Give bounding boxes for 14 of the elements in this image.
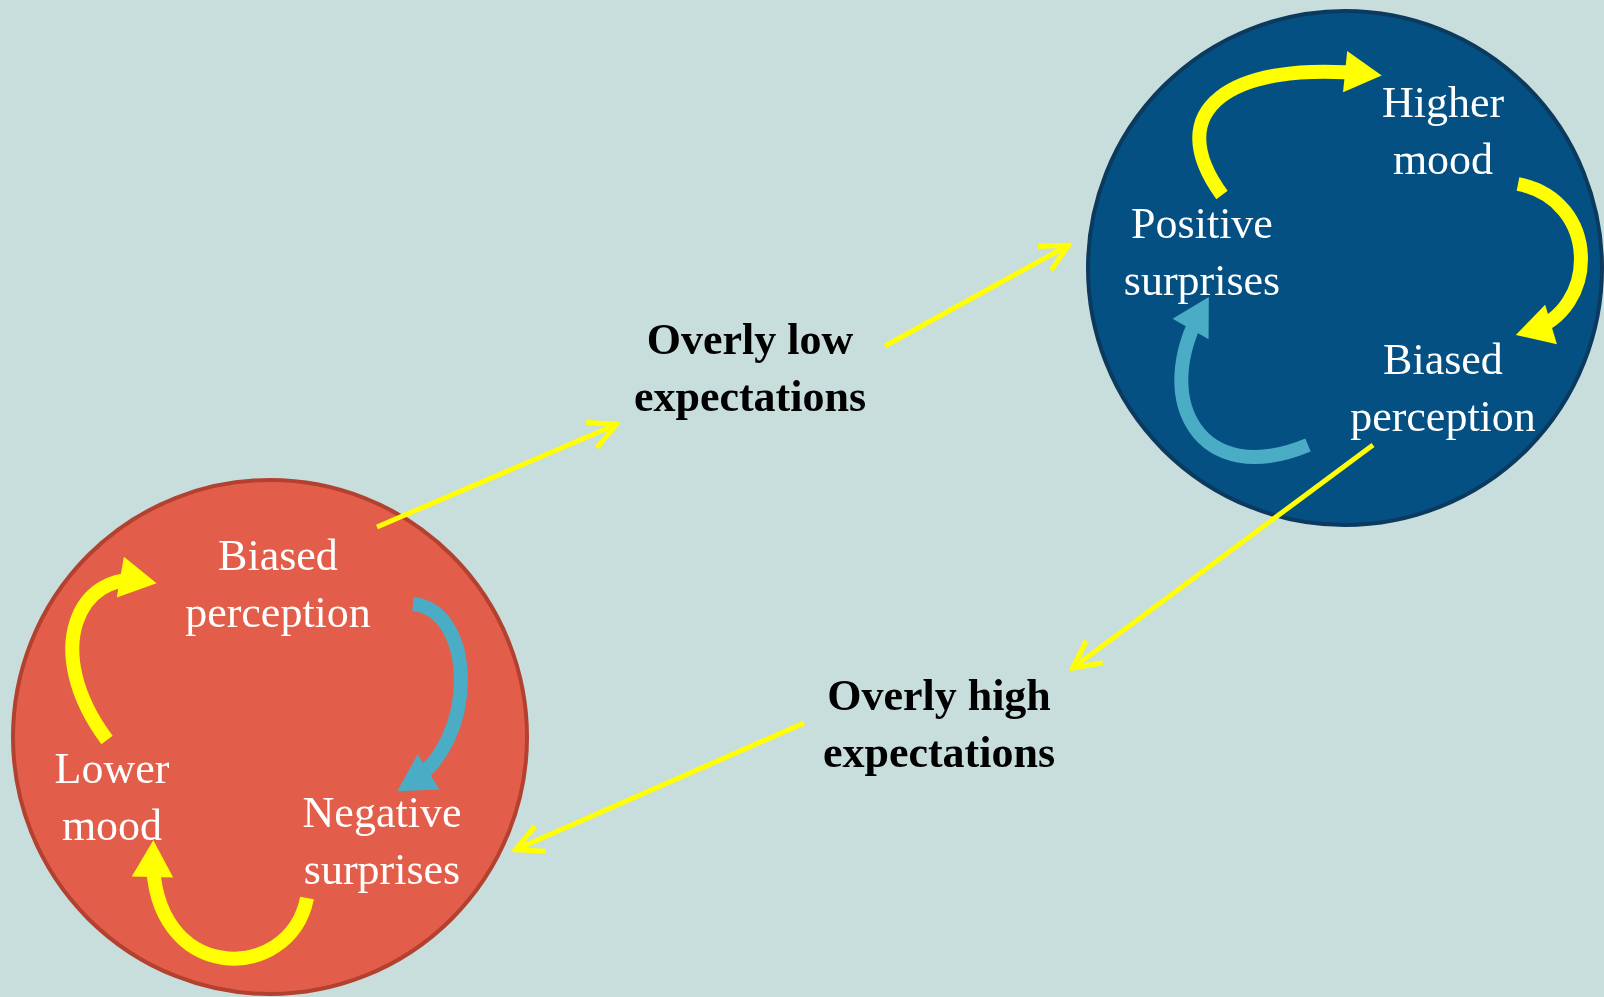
stage-label: Biased perception (1308, 331, 1578, 445)
stage-label: Positive surprises (1067, 195, 1337, 309)
curved-arrow (65, 559, 157, 744)
arrow (1070, 443, 1375, 671)
curved-arrow (1192, 51, 1382, 199)
expectation-label: Overly high expectations (804, 667, 1074, 781)
arrow (883, 242, 1072, 349)
stage-label: Higher mood (1368, 74, 1518, 188)
arrow (512, 720, 805, 854)
stage-label: Biased perception (143, 527, 413, 641)
expectation-label: Overly low expectations (615, 311, 885, 425)
stage-label: Lower mood (42, 740, 182, 854)
curved-arrow (1173, 296, 1311, 464)
stage-label: Negative surprises (247, 784, 517, 898)
